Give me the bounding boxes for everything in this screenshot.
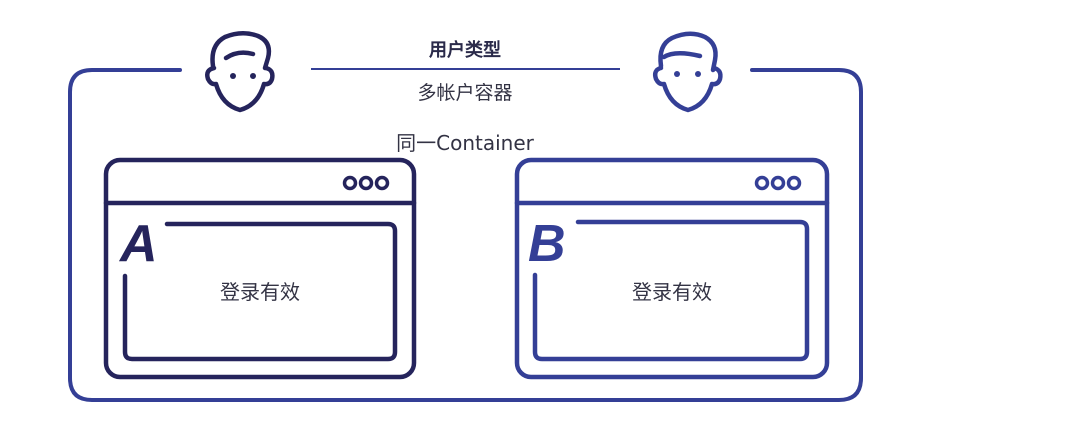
window-b-frame bbox=[514, 157, 830, 380]
three-dots-icon-a bbox=[342, 175, 390, 191]
window-b-letter: B bbox=[528, 215, 566, 273]
container-frame bbox=[68, 68, 863, 402]
window-a-frame bbox=[103, 157, 417, 380]
user-face-icon-left bbox=[205, 31, 275, 113]
container-label: 同一Container bbox=[396, 131, 534, 155]
diagram-title: 用户类型 bbox=[429, 40, 501, 61]
window-a-letter: A bbox=[120, 215, 158, 273]
window-a-status: 登录有效 bbox=[220, 280, 300, 304]
window-b-status: 登录有效 bbox=[632, 280, 712, 304]
user-face-icon-right bbox=[652, 31, 723, 113]
three-dots-icon-b bbox=[754, 175, 802, 191]
diagram-subtitle: 多帐户容器 bbox=[417, 82, 513, 104]
